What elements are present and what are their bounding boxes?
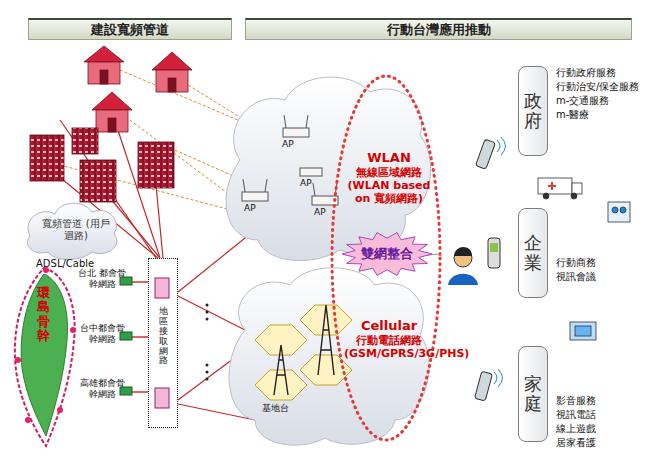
category-box: 政府	[518, 66, 548, 156]
text-label: ADSL/Cable	[36, 258, 94, 269]
node-text: 雙網整合	[361, 246, 413, 262]
text-label: 居家看護	[556, 436, 596, 450]
text-label: m-醫療	[556, 108, 589, 122]
text-label: 行動商務	[556, 256, 596, 270]
text-label: AP	[282, 139, 294, 149]
text-label: 基地台	[262, 402, 289, 415]
integration-burst: 雙網整合	[342, 232, 432, 276]
category-box: 家庭	[518, 346, 548, 442]
node-text: 高雄都會骨幹網路	[78, 378, 126, 400]
node-text: Cellular	[344, 318, 434, 334]
node-text: 行動電話網路 (GSM/GPRS/3G/PHS)	[344, 334, 434, 360]
network-label: Cellular行動電話網路 (GSM/GPRS/3G/PHS)	[344, 318, 434, 366]
island-label: 環島骨幹	[34, 286, 53, 350]
node-text: 寬頻管道 (用戶迴路)	[40, 218, 112, 242]
node-text: 行動台灣應用推動	[387, 22, 491, 38]
header-band: 建設寬頻管道	[28, 18, 232, 40]
text-label: 視訊會議	[556, 270, 596, 284]
text-label: 影音服務	[556, 394, 596, 408]
text-label: 行動政府服務	[556, 66, 616, 80]
text-label: 線上遊戲	[556, 422, 596, 436]
category-box: 企業	[518, 208, 548, 298]
text-label: m-交通服務	[556, 94, 609, 108]
node-text: 台北 都會骨幹網路	[78, 268, 126, 290]
node-text: 企業	[524, 233, 542, 273]
node-text: 環島骨幹	[37, 286, 50, 343]
text-label: 視訊電話	[556, 408, 596, 422]
metro-box: 台中都會骨幹網路	[78, 323, 126, 351]
node-text: 無線區域網路 (WLAN based on 寬頻網路)	[344, 166, 434, 206]
metro-box: 高雄都會骨幹網路	[78, 378, 126, 406]
node-text: 地區接取網路	[159, 307, 168, 366]
text-label: AP	[300, 178, 312, 188]
network-label: WLAN無線區域網路 (WLAN based on 寬頻網路)	[344, 150, 434, 212]
node-text: 家庭	[524, 374, 542, 414]
metro-box: 台北 都會骨幹網路	[78, 268, 126, 296]
node-text: 政府	[524, 91, 542, 131]
text-label: AP	[244, 203, 256, 213]
node-text: WLAN	[344, 150, 434, 166]
header-band: 行動台灣應用推動	[245, 18, 632, 40]
text-label: 行動治安/保全服務	[556, 80, 639, 94]
node-text: 建設寬頻管道	[91, 22, 169, 38]
text-label: AP	[314, 207, 326, 217]
cloud-label: 寬頻管道 (用戶迴路)	[40, 218, 112, 248]
node-text: 台中都會骨幹網路	[78, 323, 126, 345]
access-box: 地區接取網路	[148, 258, 178, 428]
